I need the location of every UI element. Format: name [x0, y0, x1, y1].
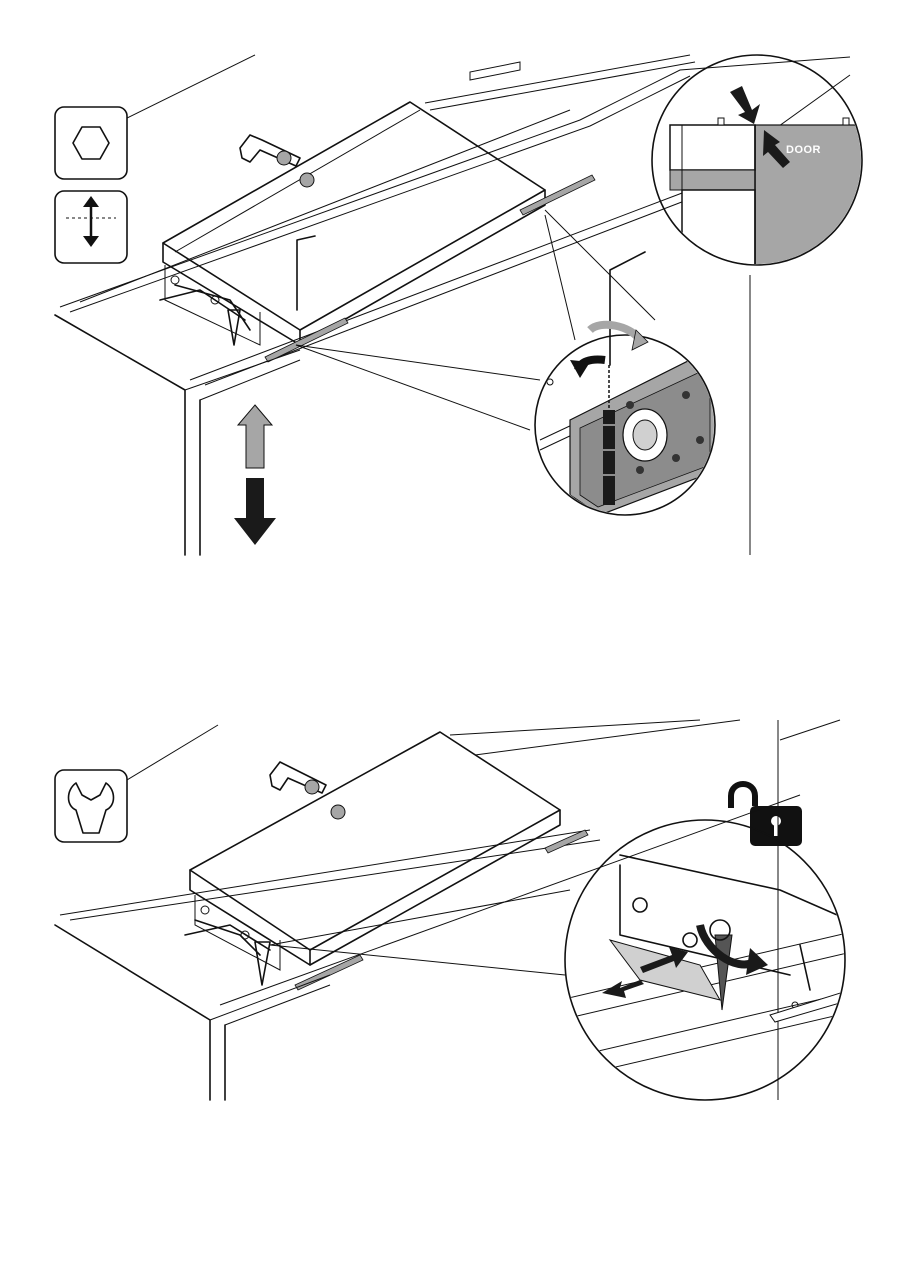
- hex-key-icon: [55, 107, 127, 179]
- step-panel-height-adjustment: DOOR: [0, 40, 918, 580]
- hinge-mechanism: [160, 265, 260, 345]
- step-panel-unlock-release: [0, 700, 918, 1120]
- arrow-up: [238, 405, 272, 468]
- wall-edge: [127, 55, 255, 118]
- height-adjustment-illustration: DOOR: [0, 40, 918, 580]
- door-label: DOOR: [786, 144, 821, 156]
- padlock-open-icon: [731, 784, 802, 846]
- unlock-release-illustration: [0, 700, 918, 1120]
- wrench-icon: [55, 770, 127, 842]
- door-detail-callout: DOOR: [652, 55, 875, 290]
- hinge-housing: [163, 102, 595, 362]
- cabinet-body: [55, 720, 778, 1100]
- lever-detail-callout: [560, 820, 860, 1100]
- hinge-housing: [190, 732, 588, 990]
- hinge-mechanism: [185, 895, 280, 985]
- vertical-adjust-icon: [55, 191, 127, 263]
- arrow-down: [234, 478, 276, 545]
